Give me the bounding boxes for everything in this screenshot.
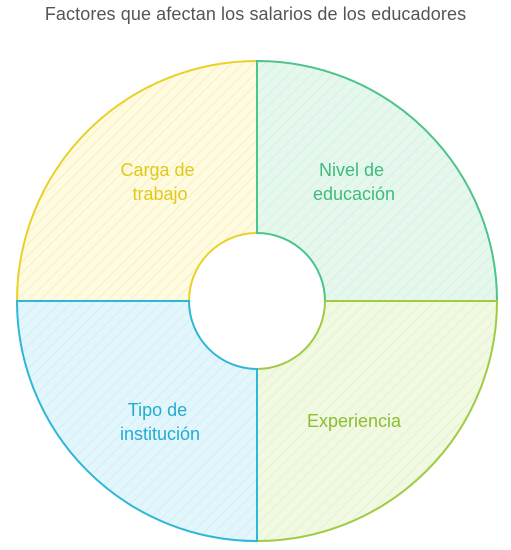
segment-carga-shape	[15, 59, 258, 302]
segment-nivel-label-line1: Nivel de	[319, 160, 384, 180]
segment-carga-label-line2: trabajo	[132, 184, 187, 204]
segment-nivel-label-line2: educación	[313, 184, 395, 204]
segment-carga-label-line1: Carga de	[120, 160, 194, 180]
segment-tipo-de-institucion: Tipo de institución	[15, 300, 258, 543]
segment-tipo-label-line1: Tipo de	[128, 400, 187, 420]
segment-nivel-de-educacion: Nivel de educación	[256, 59, 499, 302]
diagram-title: Factores que afectan los salarios de los…	[44, 4, 467, 24]
segment-experiencia-label: Experiencia	[307, 411, 402, 431]
segment-experiencia-label-line1: Experiencia	[307, 411, 402, 431]
segment-tipo-label-line2: institución	[120, 424, 200, 444]
segment-carga-label: Carga de trabajo	[120, 160, 199, 204]
segment-nivel-label: Nivel de educación	[313, 160, 395, 204]
segment-tipo-shape	[15, 300, 258, 543]
segment-nivel-shape	[256, 59, 499, 302]
segment-experiencia-shape	[256, 300, 499, 543]
donut-center-hole	[191, 235, 323, 367]
segment-tipo-label: Tipo de institución	[120, 400, 200, 444]
segment-experiencia: Experiencia	[256, 300, 499, 543]
segment-carga-de-trabajo: Carga de trabajo	[15, 59, 258, 302]
